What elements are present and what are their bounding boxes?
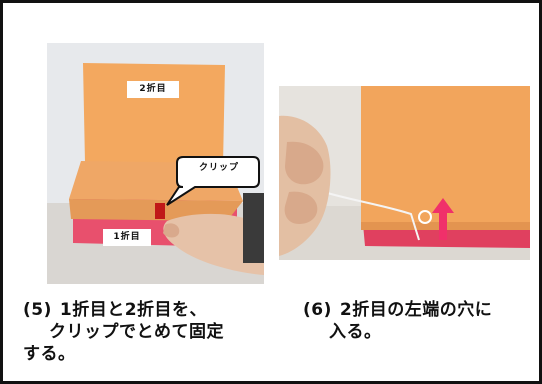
step6-line1: (6) 2折目の左端の穴に [303,299,539,321]
step5-number: (5) [23,300,52,320]
step6-photo-illustration [279,86,530,260]
step5-photo: 2折目 1折目 クリップ [47,43,264,284]
step6-text-line2: 入る。 [329,322,382,342]
clip-callout-label: クリップ [198,163,239,173]
first-fold-label: 1折目 [103,229,151,246]
step6-number: (6) [303,300,332,320]
callout-bubble [166,156,260,206]
hole-marker-icon [418,210,432,224]
step6-text-line1: 2折目の左端の穴に [339,300,493,320]
second-fold-label: 2折目 [127,81,179,98]
clip-icon [155,203,165,219]
step6-photo [279,86,530,260]
step5-text-line3: する。 [23,344,76,364]
arrow-up-icon [432,198,454,240]
step5-text-line2: クリップでとめて固定 [49,322,224,342]
step5-line1: (5) 1折目と2折目を、 [23,299,285,321]
step5-text-line1: 1折目と2折目を、 [59,300,208,320]
step5-caption: (5) 1折目と2折目を、 クリップでとめて固定 する。 [23,299,285,365]
step6-caption: (6) 2折目の左端の穴に 入る。 [303,299,539,343]
